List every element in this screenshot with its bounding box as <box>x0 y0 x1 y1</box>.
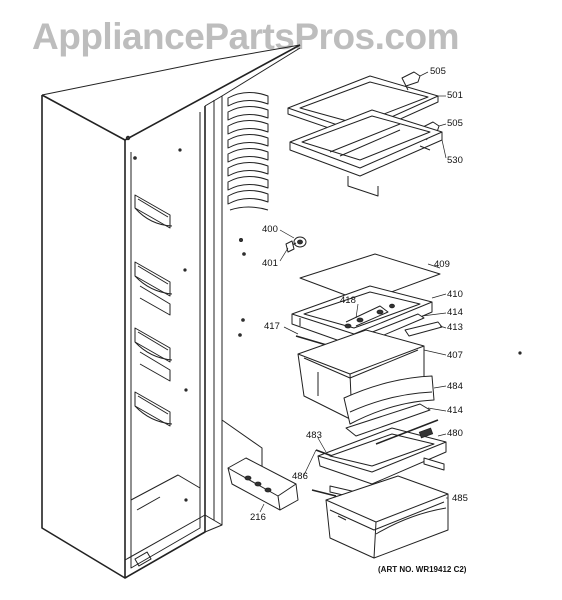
callout-418: 418 <box>340 295 356 306</box>
callout-410: 410 <box>447 289 463 300</box>
callout-407: 407 <box>447 350 463 361</box>
callout-485: 485 <box>452 493 468 504</box>
watermark-logo: AppliancePartsPros.com <box>32 16 459 57</box>
callout-505-top: 505 <box>430 66 446 77</box>
frame-483 <box>317 419 447 485</box>
strip-414-bottom <box>345 403 431 437</box>
callout-505-bottom: 505 <box>447 118 463 129</box>
callout-417: 417 <box>264 321 280 332</box>
callout-216: 216 <box>250 512 266 523</box>
shelf-530 <box>289 109 443 197</box>
bin-216 <box>227 457 299 511</box>
rod-486 <box>315 449 333 457</box>
art-number-caption: (ART NO. WR19412 C2) <box>378 565 467 574</box>
drawer-front-484 <box>343 375 435 425</box>
shelf-501 <box>287 75 439 139</box>
callout-400: 400 <box>262 224 278 235</box>
callout-484: 484 <box>447 381 463 392</box>
callout-483: 483 <box>306 430 322 441</box>
callout-414-top: 414 <box>447 307 463 318</box>
callout-501: 501 <box>447 90 463 101</box>
drawer-485 <box>325 475 449 559</box>
cabinet-body <box>41 44 301 579</box>
slide-505-top <box>401 71 421 91</box>
drawer-407 <box>297 329 425 421</box>
liner-rack-ribs <box>227 92 522 355</box>
freezer-shelves <box>134 194 173 427</box>
leader-lines <box>259 71 448 513</box>
rails-480 <box>311 457 445 499</box>
callout-530: 530 <box>447 155 463 166</box>
knob-400 <box>285 236 307 253</box>
callout-414-bottom: 414 <box>447 405 463 416</box>
callout-401: 401 <box>262 258 278 269</box>
cover-409 <box>299 253 441 303</box>
callout-409: 409 <box>434 259 450 270</box>
callout-413: 413 <box>447 322 463 333</box>
callout-480: 480 <box>447 428 463 439</box>
callout-486: 486 <box>292 471 308 482</box>
